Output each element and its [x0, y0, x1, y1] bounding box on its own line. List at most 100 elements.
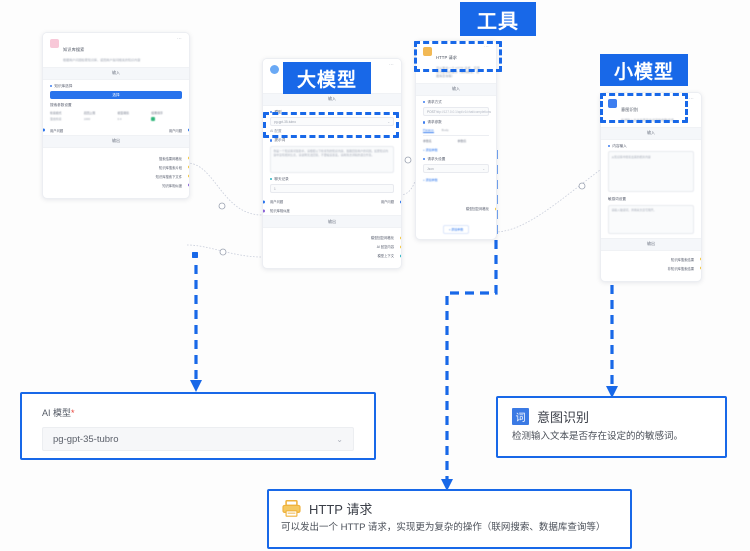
output-port-dot[interactable]	[399, 236, 401, 240]
header-config-label: 请求头设置	[423, 157, 489, 162]
extra-port-label: 知识库相似度	[270, 209, 290, 214]
node-header: 意图识别 检测输入文本是否存在设定的的敏感词。 ⋯	[601, 93, 701, 127]
output-port-label: 模型回复网格化	[370, 236, 394, 241]
more-icon[interactable]: ⋯	[177, 36, 182, 42]
model-label: 模型	[270, 110, 394, 115]
kb-input-port-row[interactable]: 用户问题 用户问题	[43, 126, 189, 135]
node-subtitle: 可以发出一个 HTTP 请求，实现更为复杂的操作（联网搜索、数据库查询等）	[436, 65, 480, 78]
input-port-label-right: 用户问题	[380, 200, 394, 205]
header-format-select[interactable]: Json⌄	[423, 164, 489, 174]
kb-output-row-3[interactable]: 知识库搜索下文件	[43, 172, 189, 181]
input-band: 输入	[263, 92, 401, 106]
add-param-button-2[interactable]: + 添加参数	[423, 178, 438, 183]
history-input[interactable]: 1	[270, 184, 394, 194]
prompt-textarea[interactable]: 你是一个知识库问答助手。请根据以下检索到的知识内容，准确回答用户的问题。如果知识…	[270, 145, 394, 173]
bullet-icon	[608, 144, 611, 148]
content-textarea[interactable]: 从知识库中搜索出来的相关内容	[608, 151, 694, 193]
intent-output-row-2[interactable]: 非知识库搜索结果	[601, 264, 701, 273]
callout-http-title: HTTP 请求	[309, 502, 373, 517]
prompt-label: 提示词	[270, 138, 394, 143]
node-kb-search[interactable]: 知识库搜索 根据用户问题检索知识库，返回用户提问相关的知识内容 ⋯ 输入 知识库…	[42, 32, 190, 199]
output-port-dot[interactable]	[187, 156, 189, 160]
input-port-dot[interactable]	[263, 200, 265, 204]
output-port-label: 搜索结果网格化	[158, 156, 182, 161]
vision-toggle[interactable]: AI 配置	[270, 129, 282, 134]
lm-output-row-2[interactable]: AI 回复内容	[263, 242, 401, 251]
node-subtitle: 根据用户问题检索知识库，返回用户提问相关的知识内容	[63, 57, 141, 62]
bullet-icon	[423, 157, 426, 161]
chevron-down-icon[interactable]: ⌄	[336, 434, 343, 444]
node-header: HTTP 请求 可以发出一个 HTTP 请求，实现更为复杂的操作（联网搜索、数据…	[416, 41, 496, 83]
output-port-dot[interactable]	[187, 128, 189, 132]
keyword-textarea[interactable]: 请输入敏感词，并用英文逗号隔开。	[608, 204, 694, 234]
ai-model-select[interactable]: pg-gpt-35-tubro ⌄	[42, 427, 354, 451]
bullet-icon	[423, 100, 426, 104]
callout-intent-title: 意图识别	[537, 410, 590, 425]
history-label: 聊天记录	[270, 177, 394, 182]
tag-small-model: 小模型	[600, 54, 688, 86]
node-title: 意图识别	[621, 107, 639, 112]
kb-output-row-4[interactable]: 知识库相似度	[43, 181, 189, 190]
lm-input-port-row[interactable]: 用户问题 用户问题	[263, 197, 401, 206]
input-band: 输入	[601, 126, 701, 140]
output-port-label: 非知识库搜索结果	[667, 266, 694, 271]
extra-port-dot[interactable]	[263, 209, 265, 213]
output-port-dot[interactable]	[187, 174, 189, 178]
input-port-label: 用户问题	[270, 200, 284, 205]
input-port-label: 用户问题	[50, 128, 64, 133]
output-port-dot[interactable]	[399, 245, 401, 249]
node-intent[interactable]: 意图识别 检测输入文本是否存在设定的的敏感词。 ⋯ 输入 内容输入 从知识库中搜…	[600, 92, 702, 282]
output-port-label: 模型回复网格化	[465, 207, 489, 212]
output-port-dot[interactable]	[187, 183, 189, 187]
bullet-icon	[270, 177, 273, 181]
input-port-dot[interactable]	[43, 128, 45, 132]
http-icon	[423, 47, 432, 56]
output-port-label: 知识库相似度	[162, 183, 182, 188]
lm-output-row-1[interactable]: 模型回复网格化	[263, 233, 401, 242]
select-knowledge-button[interactable]: 选择	[50, 91, 182, 100]
callout-intent[interactable]: 词 意图识别 检测输入文本是否存在设定的的敏感词。	[496, 396, 727, 458]
bullet-icon	[50, 84, 53, 88]
more-icon[interactable]: ⋯	[689, 96, 694, 102]
more-icon[interactable]: ⋯	[484, 44, 489, 50]
ai-model-value: pg-gpt-35-tubro	[53, 433, 119, 445]
output-port-dot[interactable]	[399, 254, 401, 258]
http-printer-icon	[281, 500, 301, 518]
tab-body[interactable]: Body	[441, 127, 449, 132]
knowledge-select-label: 知识库选择	[50, 84, 182, 89]
output-port-dot[interactable]	[187, 165, 189, 169]
add-param-button[interactable]: + 添加参数	[423, 147, 438, 152]
kb-output-row-2[interactable]: 知识库搜索片段	[43, 163, 189, 172]
add-output-button[interactable]: + 添加参数	[442, 224, 470, 234]
required-asterisk: *	[71, 408, 75, 418]
arrow-head	[190, 380, 202, 392]
intent-output-row-1[interactable]: 知识库搜索结果	[601, 255, 701, 264]
callout-http[interactable]: HTTP 请求 可以发出一个 HTTP 请求，实现更为复杂的操作（联网搜索、数据…	[267, 489, 632, 549]
output-band: 输出	[43, 134, 189, 148]
output-port-dot[interactable]	[699, 257, 701, 261]
node-http-tool[interactable]: HTTP 请求 可以发出一个 HTTP 请求，实现更为复杂的操作（联网搜索、数据…	[415, 40, 497, 241]
callout-ai-model[interactable]: AI 模型* pg-gpt-35-tubro ⌄	[20, 392, 376, 460]
method-label: 请求方式	[423, 100, 489, 105]
http-output-row-1[interactable]: 模型回复网格化	[416, 204, 496, 213]
input-band: 输入	[43, 66, 189, 80]
output-port-dot[interactable]	[494, 207, 496, 211]
tag-tool: 工具	[460, 2, 536, 36]
output-port-label: 知识库搜索片段	[158, 165, 182, 170]
lm-extra-port-row[interactable]: 知识库相似度	[263, 206, 401, 215]
lm-output-row-3[interactable]: 模型上下文	[263, 251, 401, 260]
intent-icon	[608, 99, 617, 108]
more-icon[interactable]: ⋯	[389, 62, 394, 68]
kb-output-row-1[interactable]: 搜索结果网格化	[43, 154, 189, 163]
word-badge-icon: 词	[512, 408, 529, 425]
output-port-label: 知识库搜索结果	[670, 257, 694, 262]
knowledge-base-icon	[50, 39, 59, 48]
output-port-dot[interactable]	[399, 200, 401, 204]
output-port-dot[interactable]	[699, 266, 701, 270]
model-select[interactable]: pg-gpt-35-tubro⌄	[270, 117, 394, 127]
keyword-label: 敏感词设置	[608, 197, 626, 202]
tab-params[interactable]: Params	[423, 127, 434, 133]
callout-http-desc: 可以发出一个 HTTP 请求，实现更为复杂的操作（联网搜索、数据库查询等）	[281, 522, 606, 533]
